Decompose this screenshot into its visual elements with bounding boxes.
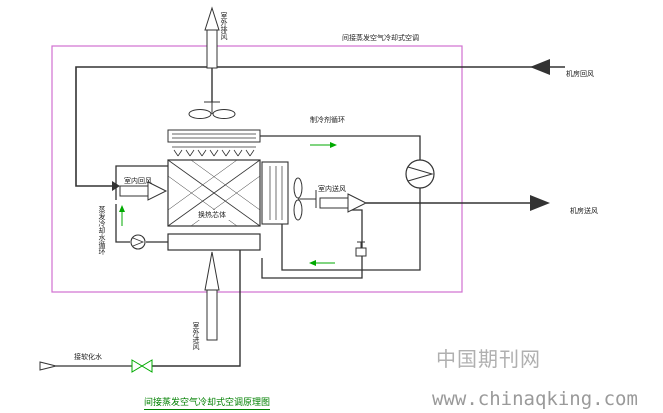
condenser-coil [167, 129, 261, 143]
label-refrigerant-cycle: 制冷剂循环 [310, 116, 345, 124]
watermark-url: www.chinaqking.com [432, 388, 638, 410]
indoor-return-air-arrow [119, 181, 168, 201]
label-heat-exchange-core: 换热芯体 [198, 211, 226, 219]
outdoor-exhaust-arrow [204, 6, 220, 102]
label-indoor-supply-air: 室内送风 [318, 185, 346, 193]
evap-water-loop [115, 165, 168, 243]
evaporator-coil [261, 161, 289, 225]
room-return-air-line [75, 59, 565, 191]
expansion-valve [355, 241, 367, 257]
spray-nozzles [172, 146, 256, 157]
label-indoor-return-air: 室内回风 [124, 177, 152, 185]
label-evap-water-cycle: 蒸发冷却水循环 [98, 206, 106, 255]
indoor-supply-air-arrow [319, 193, 368, 213]
label-room-return-air: 机房回风 [566, 70, 594, 78]
compressor [405, 159, 435, 189]
exhaust-fan [188, 101, 236, 119]
label-softened-water: 接软化水 [74, 353, 102, 361]
label-outdoor-intake: 室外进风 [192, 322, 200, 350]
room-supply-air-line [366, 195, 550, 211]
supply-fan [293, 177, 317, 221]
water-pump [130, 234, 146, 250]
outdoor-intake-line [152, 250, 241, 367]
softened-water-inlet [39, 359, 153, 373]
watermark-cn: 中国期刊网 [436, 347, 541, 371]
heat-exchange-core [167, 159, 261, 227]
system-boundary [51, 45, 463, 293]
diagram-caption: 间接蒸发空气冷却式空调原理图 [144, 395, 271, 410]
label-room-supply-air: 机房送风 [570, 207, 598, 215]
water-tank [167, 233, 261, 251]
label-outdoor-exhaust: 室外排风 [220, 12, 228, 40]
diagram-title: 间接蒸发空气冷却式空调 [342, 34, 419, 42]
